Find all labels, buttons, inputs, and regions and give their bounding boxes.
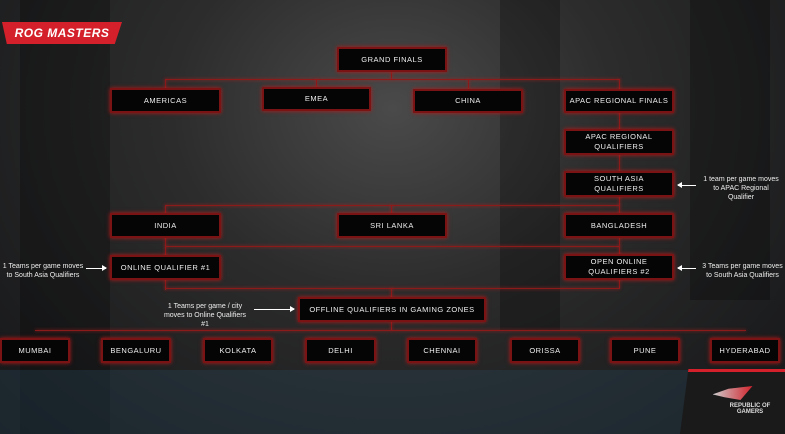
connector (165, 288, 620, 289)
sri-lanka-box: SRI LANKA (337, 213, 447, 238)
emea-box: EMEA (262, 87, 371, 111)
note-south-asia: 1 team per game moves to APAC Regional Q… (703, 176, 779, 201)
background-building (500, 0, 560, 330)
connector (316, 79, 317, 88)
connector (165, 79, 620, 80)
online-qualifier-1-box: ONLINE QUALIFIER #1 (110, 255, 221, 280)
connector (165, 205, 166, 290)
rog-masters-logo: ROG MASTERS (2, 22, 122, 44)
note-open-q2: 3 Teams per game moves to South Asia Qua… (702, 263, 783, 279)
grand-finals-box: GRAND FINALS (337, 47, 447, 72)
arrow-left-icon (677, 182, 696, 188)
background-building (690, 0, 770, 300)
arrow-right-icon (254, 306, 295, 312)
city-box-bengaluru: BENGALURU (101, 338, 171, 363)
city-box-kolkata: KOLKATA (203, 338, 273, 363)
note-online-q1: 1 Teams per game moves to South Asia Qua… (2, 263, 84, 279)
india-box: INDIA (110, 213, 221, 238)
rog-eye-icon (712, 386, 753, 400)
city-box-pune: PUNE (610, 338, 680, 363)
connector (165, 205, 620, 206)
background-floor (0, 370, 785, 434)
arrow-left-icon (677, 265, 696, 271)
arrow-right-icon (86, 265, 107, 271)
connector (391, 205, 392, 214)
offline-qualifiers-box: OFFLINE QUALIFIERS IN GAMING ZONES (298, 297, 486, 322)
background-building (20, 0, 110, 434)
connector (165, 246, 620, 247)
china-box: CHINA (413, 89, 523, 113)
city-box-orissa: ORISSA (510, 338, 580, 363)
south-asia-box: SOUTH ASIA QUALIFIERS (564, 171, 674, 197)
connector (391, 322, 392, 330)
bangladesh-box: BANGLADESH (564, 213, 674, 238)
connector (35, 330, 746, 331)
americas-box: AMERICAS (110, 88, 221, 113)
open-online-qualifier-2-box: OPEN ONLINE QUALIFIERS #2 (564, 254, 674, 280)
republic-of-gamers-logo: REPUBLIC OF GAMERS (680, 369, 785, 434)
city-box-delhi: DELHI (305, 338, 376, 363)
connector (468, 79, 469, 89)
connector (391, 288, 392, 298)
connector (391, 71, 392, 79)
apac-qualifiers-box: APAC REGIONAL QUALIFIERS (564, 129, 674, 155)
city-box-hyderabad: HYDERABAD (710, 338, 780, 363)
apac-finals-box: APAC REGIONAL FINALS (564, 89, 674, 113)
city-box-chennai: CHENNAI (407, 338, 477, 363)
connector (165, 79, 166, 89)
note-offline: 1 Teams per game / city moves to Online … (163, 303, 247, 328)
city-box-mumbai: MUMBAI (0, 338, 70, 363)
